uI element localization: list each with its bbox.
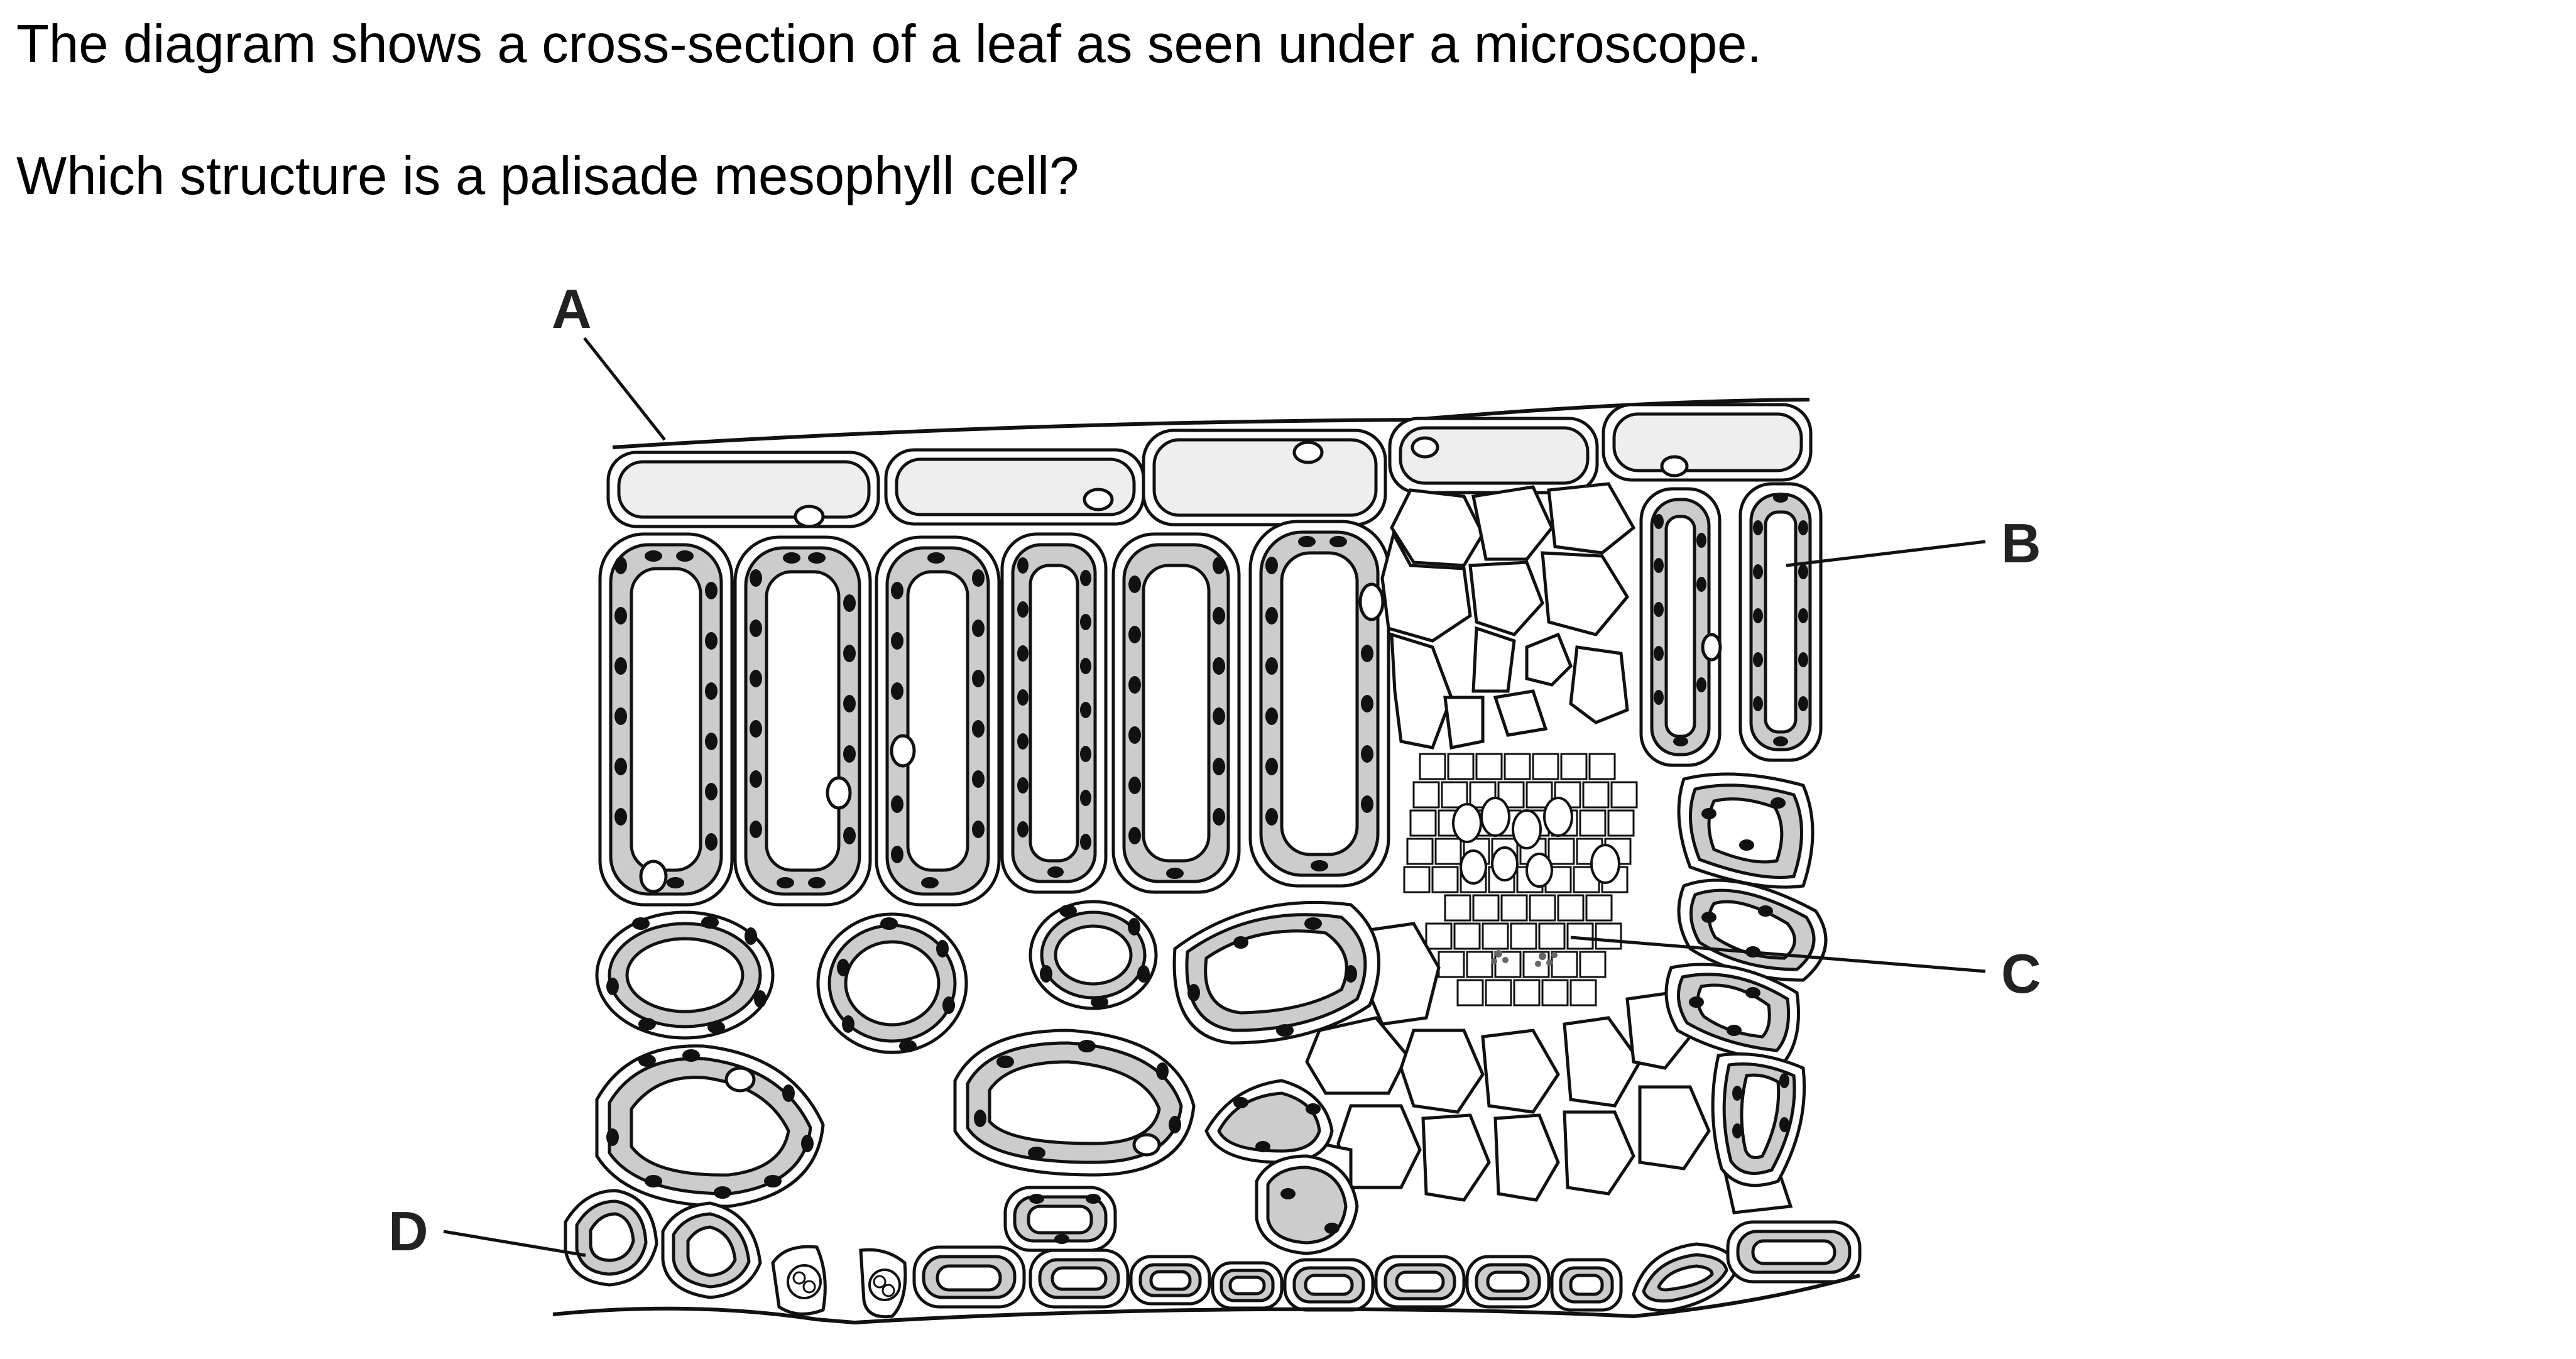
spongy-chloroplasts (606, 797, 1789, 1234)
label-a: A (552, 278, 592, 340)
spongy-mesophyll-layer (595, 772, 1828, 1255)
label-d: D (388, 1200, 428, 1262)
question-prompt: Which structure is a palisade mesophyll … (16, 146, 1079, 206)
label-b: B (2001, 512, 2041, 574)
vascular-bundle-region (1305, 482, 1793, 1214)
label-leader-lines (443, 337, 1986, 1257)
palisade-chloroplasts (614, 493, 1808, 888)
label-c: C (2001, 942, 2041, 1005)
question-intro: The diagram shows a cross-section of a l… (16, 14, 1762, 74)
upper-epidermis (606, 403, 1813, 528)
lower-cuticle (552, 1274, 1860, 1325)
palisade-mesophyll-layer (598, 482, 1823, 907)
lower-epidermis (564, 1186, 1862, 1319)
